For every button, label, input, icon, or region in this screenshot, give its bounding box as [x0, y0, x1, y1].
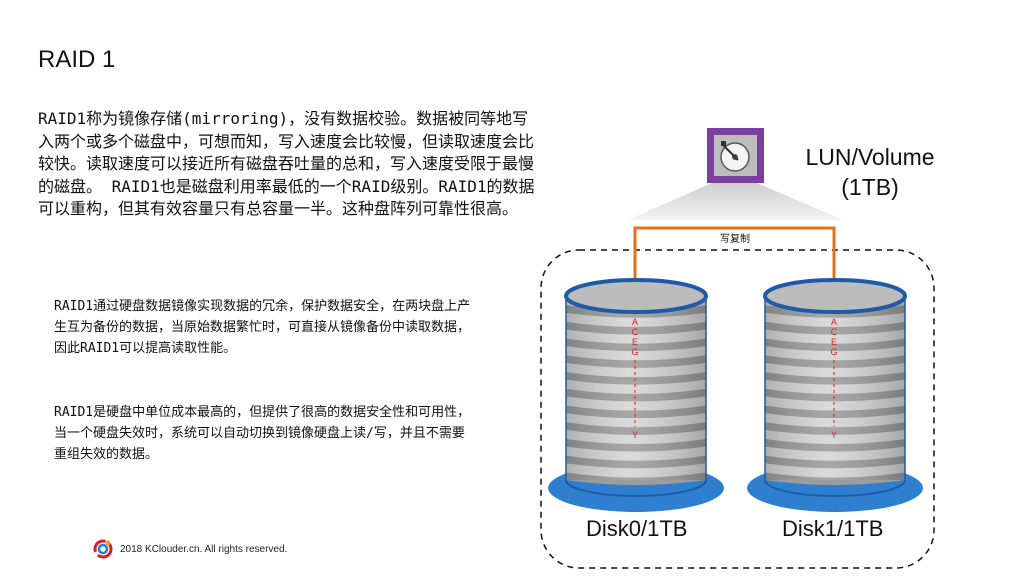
disk-letter: A — [831, 317, 837, 327]
write-copy-arrow — [633, 226, 836, 288]
main-paragraph: RAID1称为镜像存储(mirroring)，没有数据校验。数据被同等地写入两个… — [38, 109, 535, 218]
disk-letter: G — [631, 347, 638, 357]
lun-volume-icon — [707, 128, 764, 183]
disk-top — [763, 278, 907, 314]
page-title: RAID 1 — [38, 46, 116, 73]
lun-volume-label: LUN/Volume (1TB) — [790, 142, 950, 202]
disk1-label: Disk1/1TB — [782, 516, 884, 541]
disk-end-letter: Y — [831, 430, 837, 440]
copyright-text: 2018 KClouder.cn. All rights reserved. — [120, 543, 288, 555]
disk0-label: Disk0/1TB — [586, 516, 688, 541]
disk-bottom-rim — [565, 479, 707, 497]
disk-letter: A — [632, 317, 638, 327]
kclouder-logo-icon — [93, 539, 113, 559]
disk-letter: E — [632, 337, 638, 347]
footer: 2018 KClouder.cn. All rights reserved. — [92, 538, 287, 560]
disk-bottom-rim — [764, 479, 906, 497]
disk-letter: G — [830, 347, 837, 357]
detail-paragraph-1: RAID1通过硬盘数据镜像实现数据的冗余，保护数据安全，在两块盘上产生互为备份的… — [54, 299, 471, 356]
disk-letter: E — [831, 337, 837, 347]
disk-group-box — [540, 249, 935, 569]
disk-letter: C — [831, 327, 838, 337]
disk-shade — [765, 296, 905, 480]
write-copy-label: 写复制 — [720, 234, 750, 245]
disk-end-letter: Y — [632, 430, 638, 440]
lun-label-line1: LUN/Volume — [805, 144, 935, 170]
lun-label-line2: (1TB) — [841, 174, 899, 200]
lun-funnel — [628, 183, 843, 220]
detail-paragraph-2: RAID1是硬盘中单位成本最高的，但提供了很高的数据安全性和可用性，当一个硬盘失… — [54, 405, 471, 462]
disk-top — [564, 278, 708, 314]
disk-shade — [566, 296, 706, 480]
disk-letter: C — [632, 327, 639, 337]
